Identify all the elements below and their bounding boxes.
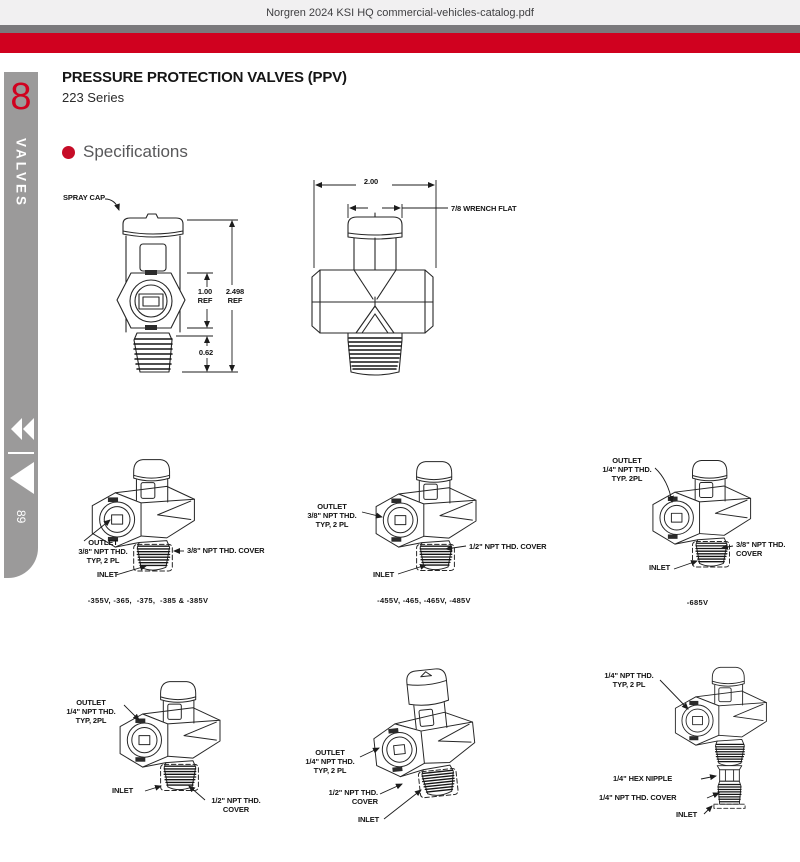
nav-first-page-icon[interactable]: [11, 418, 34, 440]
side-view-drawing: [311, 180, 448, 376]
pdf-titlebar: Norgren 2024 KSI HQ commercial-vehicles-…: [0, 0, 800, 25]
dim-label-0-62: 0.62: [198, 348, 214, 357]
dim-label-2-00: 2.00: [363, 177, 379, 186]
spray-cap: [122, 213, 184, 238]
hex-plate: [116, 270, 186, 330]
toolbar-strip: [0, 25, 800, 33]
dimension-lines: [313, 180, 448, 268]
nav-prev-page-icon[interactable]: [10, 462, 34, 494]
label-cover: 1/4" NPT THD. COVER: [599, 793, 677, 802]
left-triangle-icon: [23, 418, 34, 440]
brand-red-bar: [0, 33, 800, 53]
label-wrench-flat: 7/8 WRENCH FLAT: [451, 204, 517, 213]
dimension-lines: [104, 198, 238, 373]
label-inlet: INLET: [358, 815, 380, 824]
nipple-extension: [713, 765, 746, 809]
figure-caption: -455V, -465, -465V, -485V: [377, 596, 471, 605]
label-outlet: OUTLET 3/8" NPT THD. TYP, 2 PL: [307, 502, 357, 529]
label-cover: 1/2" NPT THD. COVER: [469, 542, 547, 551]
series-subtitle: 223 Series: [62, 90, 125, 105]
valve-b3-drawing: [674, 666, 768, 809]
chapter-tab: 8 VALVES 89: [4, 72, 38, 578]
inlet-threads: [133, 332, 173, 373]
neck: [353, 237, 397, 271]
pdf-filename: Norgren 2024 KSI HQ commercial-vehicles-…: [266, 6, 534, 19]
label-outlet: OUTLET 1/4" NPT THD. TYP, 2PL: [66, 698, 116, 725]
valve-b2-drawing: [371, 668, 481, 803]
label-hex-nipple: 1/4" HEX NIPPLE: [613, 774, 673, 783]
label-spray-cap: SPRAY CAP: [63, 193, 106, 202]
dim-label-2-498-ref: 2.498 REF: [225, 287, 245, 305]
label-inlet: INLET: [676, 810, 698, 819]
figure-caption: -355V, -365, -375, -385 & -385V: [87, 596, 209, 605]
valve-body: [125, 235, 181, 333]
page-title: PRESSURE PROTECTION VALVES (PPV): [62, 69, 347, 86]
label-outlet: OUTLET 1/4" NPT THD. TYP, 2 PL: [305, 748, 355, 775]
leader-lines: [83, 467, 734, 820]
valve-455-drawing: [375, 461, 477, 571]
label-inlet: INLET: [373, 570, 395, 579]
label-outlet: OUTLET 3/8" NPT THD. TYP, 2 PL: [78, 538, 128, 565]
label-cover: 1/2" NPT THD. COVER: [328, 788, 378, 806]
left-triangle-icon: [11, 418, 22, 440]
section-heading: Specifications: [62, 142, 188, 162]
label-cover: 3/8" NPT THD. COVER: [187, 546, 265, 555]
chapter-label: VALVES: [13, 138, 29, 209]
label-outlet: OUTLET 1/4" NPT THD. TYP. 2PL: [602, 456, 652, 483]
label-npt-thd: 1/4" NPT THD. TYP, 2 PL: [604, 671, 654, 689]
figure-caption: -685V: [686, 598, 709, 607]
section-heading-text: Specifications: [83, 142, 188, 161]
valve-b1-drawing: [119, 681, 221, 791]
page-number: 89: [14, 510, 28, 524]
inlet-threads: [347, 332, 403, 376]
label-inlet: INLET: [97, 570, 119, 579]
tall-cap: [406, 668, 450, 730]
cap: [347, 212, 403, 240]
cross-body: [311, 269, 434, 334]
dim-label-1-00-ref: 1.00 REF: [197, 287, 213, 305]
label-inlet: INLET: [649, 563, 671, 572]
nav-divider: [8, 452, 34, 454]
red-bullet-icon: [62, 145, 75, 159]
label-cover: 3/8" NPT THD. COVER: [736, 540, 786, 558]
label-cover: 1/2" NPT THD. COVER: [211, 796, 261, 814]
label-inlet: INLET: [112, 786, 134, 795]
chapter-number: 8: [10, 76, 32, 118]
front-view-drawing: [104, 198, 238, 373]
